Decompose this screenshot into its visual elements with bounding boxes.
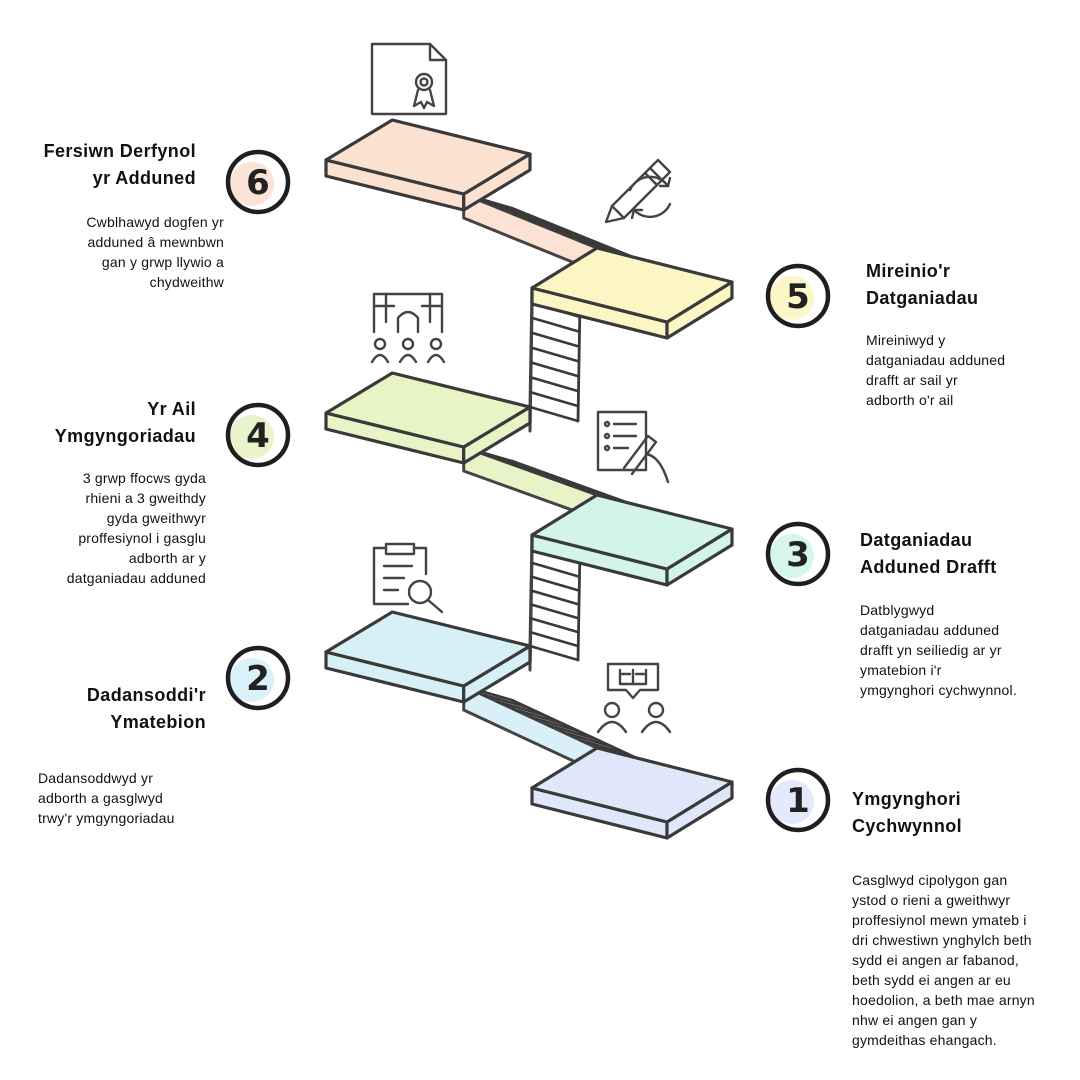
platform-top [530,493,734,571]
stair-tread [529,331,581,348]
badge-circle [225,645,291,711]
badge-highlight [770,534,814,578]
step-1-title: Ymgynghori Cychwynnol [852,789,963,836]
platform-step-4 [324,371,532,465]
step-number: 1 [786,781,810,821]
step-6-title: Fersiwn Derfynol yr Adduned [43,141,196,188]
badge-circle [225,149,291,215]
stair-tread [529,603,581,620]
platform-top [530,246,734,324]
step-badge-6: 6 [225,149,291,215]
badge-circle [225,402,291,468]
badge-highlight [230,162,274,206]
step-badge-3: 3 [765,521,831,587]
platform-step-2 [324,610,532,704]
step-3-description: Datblygwyd datganiadau adduned drafft yn… [860,602,1017,698]
badge-highlight [770,276,814,320]
step-2-description: Dadansoddwyd yr adborth a gasglwyd trwy'… [38,770,175,826]
platform-top [530,746,734,824]
step-number-badges: 1 2 3 4 5 6 [225,149,831,833]
step-number: 5 [786,277,810,317]
stair-tread [529,616,580,634]
pencil-refresh-icon [604,158,672,224]
platform-top [324,610,532,688]
stair-tread [529,575,581,592]
stair-tread [528,630,580,648]
stair-tread [529,346,581,363]
platform-top [324,371,532,449]
step-2-title: Dadansoddi'r Ymatebion [86,685,206,732]
badge-circle [765,767,831,833]
stair-rail [576,300,582,423]
step-number: 6 [246,163,270,203]
stair-tread [528,390,580,408]
platform-step-3 [530,493,734,587]
step-platforms [324,118,734,840]
badge-circle [765,521,831,587]
badge-highlight [230,415,274,459]
badge-circle [765,263,831,329]
badge-highlight [770,780,814,824]
stair-tread [528,644,580,662]
two-people-book-icon [596,662,672,734]
step-badge-2: 2 [225,645,291,711]
stair-rail [510,698,647,764]
step-badge-4: 4 [225,402,291,468]
step-number: 4 [246,416,270,456]
step-4-description: 3 grwp ffocws gyda rhieni a 3 gweithdy g… [66,470,206,586]
step-1-description: Casglwyd cipolygon gan ystod o rieni a g… [852,872,1035,1048]
step-5-description: Mireiniwyd y datganiadau adduned drafft … [866,332,1006,408]
step-number: 3 [786,535,810,575]
platform-step-1 [530,746,734,840]
step-4-title: Yr Ail Ymgyngoriadau [54,399,196,446]
document-badge-icon [370,42,448,116]
step-3-title: Datganiadau Adduned Drafft [860,530,997,577]
stair-tread [528,405,580,423]
step-5-title: Mireinio'r Datganiadau [866,261,979,308]
checklist-hand-pen-icon [596,410,670,484]
stair-tread [529,589,581,606]
three-people-network-icon [370,292,446,364]
step-6-description: Cwblhawyd dogfen yr adduned â mewnbwn ga… [86,214,224,290]
step-number: 2 [246,659,270,699]
stair-tread [529,361,581,378]
stair-rail [576,547,582,662]
badge-highlight [230,658,274,702]
platform-step-6 [324,118,532,212]
stair-tread [530,316,581,334]
platform-step-5 [530,246,734,340]
platform-top [324,118,532,196]
clipboard-magnifier-icon [372,542,444,614]
stair-tread [530,561,581,579]
step-badge-1: 1 [765,767,831,833]
step-badge-5: 5 [765,263,831,329]
stair-tread [529,375,580,393]
